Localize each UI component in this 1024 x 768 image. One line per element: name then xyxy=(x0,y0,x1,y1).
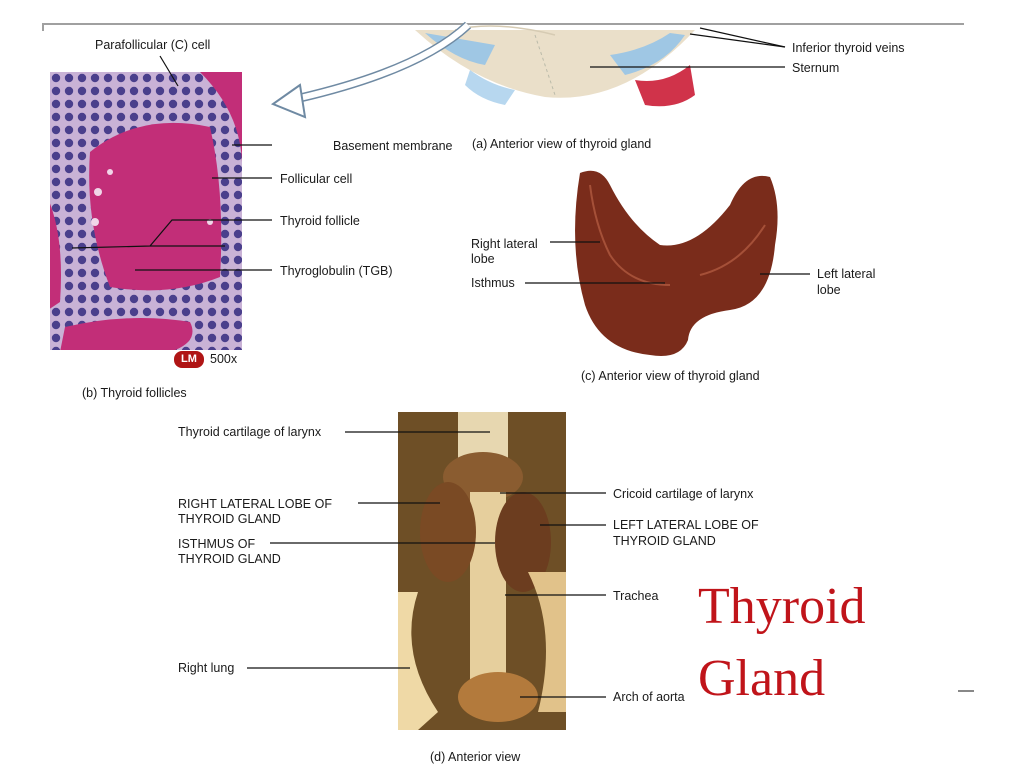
label-thyroid-follicle: Thyroid follicle xyxy=(280,214,360,228)
label-isthmus-caps-2: THYROID GLAND xyxy=(178,552,281,566)
label-right-lateral-lobe-2: lobe xyxy=(471,252,495,266)
label-left-lateral-lobe-1: Left lateral xyxy=(817,267,876,281)
slide-title-line-2: Gland xyxy=(698,650,826,707)
caption-c: (c) Anterior view of thyroid gland xyxy=(581,369,760,383)
label-left-lobe-caps-1: LEFT LATERAL LOBE OF xyxy=(613,518,759,532)
label-cricoid-cartilage: Cricoid cartilage of larynx xyxy=(613,487,754,501)
label-right-lateral-lobe-1: Right lateral xyxy=(471,237,538,251)
top-rule-tick xyxy=(42,23,44,31)
histology-micrograph xyxy=(50,72,242,350)
label-left-lobe-caps-2: THYROID GLAND xyxy=(613,534,716,548)
label-sternum: Sternum xyxy=(792,61,840,75)
label-isthmus: Isthmus xyxy=(471,276,515,290)
caption-b: (b) Thyroid follicles xyxy=(82,386,187,400)
label-inferior-thyroid-veins: Inferior thyroid veins xyxy=(792,41,905,55)
label-parafollicular-cell: Parafollicular (C) cell xyxy=(95,38,211,52)
label-trachea: Trachea xyxy=(613,589,659,603)
label-left-lateral-lobe-2: lobe xyxy=(817,283,841,297)
magnification-label: 500x xyxy=(210,352,238,366)
top-rule xyxy=(42,23,964,25)
label-right-lobe-caps-1: RIGHT LATERAL LOBE OF xyxy=(178,497,332,511)
label-thyroid-cartilage: Thyroid cartilage of larynx xyxy=(178,425,322,439)
caption-d: (d) Anterior view xyxy=(430,750,521,764)
label-isthmus-caps-1: ISTHMUS OF xyxy=(178,537,256,551)
dissection-photo xyxy=(398,412,566,730)
thyroid-gland-image xyxy=(575,170,778,356)
lm-badge: LM xyxy=(174,351,204,368)
caption-a: (a) Anterior view of thyroid gland xyxy=(472,137,652,151)
label-arch-of-aorta: Arch of aorta xyxy=(613,690,685,704)
label-basement-membrane: Basement membrane xyxy=(333,139,453,153)
slide-title-line-1: Thyroid xyxy=(698,578,866,635)
label-thyroglobulin: Thyroglobulin (TGB) xyxy=(280,264,393,278)
label-right-lung: Right lung xyxy=(178,661,235,675)
bottom-right-dash xyxy=(958,690,974,692)
label-follicular-cell: Follicular cell xyxy=(280,172,353,186)
label-right-lobe-caps-2: THYROID GLAND xyxy=(178,512,281,526)
